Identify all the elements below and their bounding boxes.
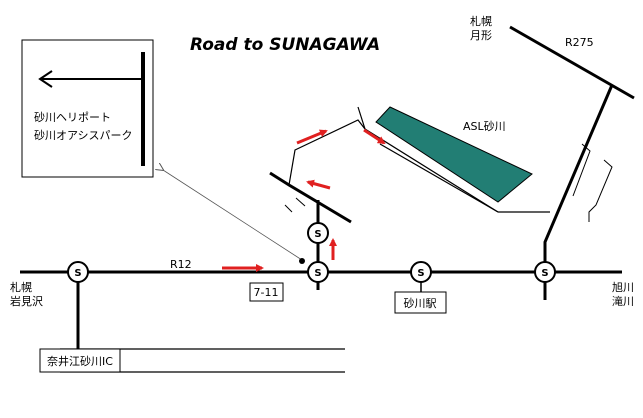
- place-east-1: 旭川: [612, 280, 634, 294]
- signal-west-label: S: [74, 268, 81, 279]
- road-r275: [509, 25, 635, 100]
- r275-label: R275: [565, 36, 594, 49]
- r275-side-mark-2: [588, 159, 613, 222]
- place-east-2: 滝川: [612, 295, 634, 308]
- signal-station: S: [410, 261, 432, 283]
- signal-west: S: [67, 261, 89, 283]
- ic-box: 奈井江砂川IC: [39, 348, 121, 373]
- road-asl-stub: [357, 106, 366, 130]
- place-west-2: 岩見沢: [10, 294, 43, 308]
- inset-leader-line: [163, 170, 303, 261]
- ic-label: 奈井江砂川IC: [47, 354, 113, 368]
- road-stub-1: [295, 197, 306, 207]
- place-north-2: 月形: [470, 29, 492, 42]
- map-title: Road to SUNAGAWA: [190, 35, 380, 55]
- route-arrow-west: [306, 179, 331, 190]
- asl-label: ASL砂川: [463, 120, 506, 133]
- store-box: 7-11: [249, 282, 284, 302]
- road-asl-access: [288, 119, 499, 213]
- signal-station-label: S: [417, 268, 424, 279]
- place-north-1: 札幌: [470, 14, 492, 28]
- route-arrow-northeast: [296, 129, 328, 145]
- road-r275-south: [543, 84, 614, 272]
- r275-side-mark-1: [572, 143, 591, 197]
- store-label: 7-11: [254, 286, 279, 299]
- place-west-1: 札幌: [10, 280, 32, 294]
- inset-label-heliport: 砂川ヘリポート: [34, 111, 111, 124]
- road-helipark: [269, 171, 352, 224]
- road-stub-2: [284, 204, 293, 213]
- road-asl-inner: [379, 143, 499, 213]
- signal-junction-label: S: [314, 268, 321, 279]
- signal-north: S: [307, 222, 329, 244]
- route-arrow-southeast: [363, 128, 386, 145]
- inset-label-oasis-park: 砂川オアシスパーク: [34, 129, 133, 142]
- signal-junction: S: [307, 261, 329, 283]
- signal-east-label: S: [541, 268, 548, 279]
- signal-north-label: S: [314, 229, 321, 240]
- station-label: 砂川駅: [404, 297, 437, 310]
- r12-label: R12: [170, 258, 192, 271]
- signal-east: S: [534, 261, 556, 283]
- inset-arrow-head: [38, 70, 53, 88]
- heliport-point: [299, 258, 305, 264]
- asl-building: [375, 106, 533, 203]
- inset-box: 砂川ヘリポート 砂川オアシスパーク: [21, 39, 154, 178]
- station-box: 砂川駅: [394, 291, 447, 314]
